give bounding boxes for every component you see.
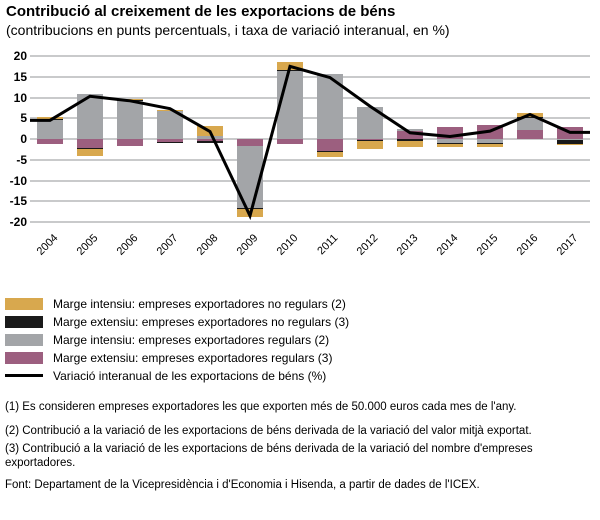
bar-segment: [197, 139, 223, 142]
y-axis-tick-label: 20: [13, 49, 27, 63]
bar-segment: [317, 139, 343, 152]
bar-segment: [37, 117, 63, 120]
total-variation-line: [30, 64, 590, 221]
bar-segment: [477, 143, 503, 145]
legend-label: Variació interanual de les exportacions …: [53, 368, 327, 383]
legend-item: Variació interanual de les exportacions …: [5, 367, 597, 384]
legend-swatch-gray: [5, 333, 43, 346]
gridline: [30, 117, 590, 120]
bar-segment: [517, 117, 543, 131]
y-axis-tick-label: -5: [16, 152, 27, 167]
gridline: [30, 55, 590, 57]
bar-segment: [517, 130, 543, 139]
gridline: [30, 179, 590, 182]
bar-segment: [397, 140, 423, 148]
bar-segment: [477, 139, 503, 144]
bar-segment: [557, 140, 583, 144]
bar-segment: [397, 131, 423, 139]
legend-swatch-purple: [5, 351, 43, 364]
gridline: [30, 138, 590, 140]
bar-segment: [397, 129, 423, 132]
bar-segment: [197, 135, 223, 139]
chart-footnotes: (1) Es consideren empreses exportadores …: [5, 400, 597, 492]
footnote-3: (3) Contribució a la variació de les exp…: [5, 443, 533, 469]
gridline: [30, 158, 590, 161]
bar-segment: [357, 139, 383, 141]
bar-segment: [477, 144, 503, 147]
legend-line-swatch: [5, 374, 43, 377]
bar-segment: [77, 148, 103, 149]
legend-item: Marge extensiu: empreses exportadores no…: [5, 313, 597, 330]
gridline: [30, 221, 590, 223]
bar-segment: [357, 140, 383, 142]
bar-segment: [117, 100, 143, 139]
legend-label: Marge extensiu: empreses exportadores re…: [53, 350, 333, 365]
chart-title: Contribució al creixement de les exporta…: [6, 3, 396, 20]
bar-segment: [437, 139, 463, 143]
chart-header: Contribució al creixement de les exporta…: [6, 2, 598, 39]
y-axis-tick-label: 0: [20, 132, 27, 146]
total-variation-polyline: [30, 64, 590, 221]
bar-segment: [557, 143, 583, 145]
bar-segment: [277, 139, 303, 144]
bar-segment: [317, 151, 343, 152]
legend-label: Marge extensiu: empreses exportadores no…: [53, 314, 350, 329]
gridline: [30, 96, 590, 99]
legend-swatch-yellow: [5, 297, 43, 310]
legend-item: Marge intensiu: empreses exportadores no…: [5, 295, 597, 312]
y-axis-tick-label: -20: [9, 215, 27, 229]
y-axis-tick-label: 15: [13, 69, 27, 84]
bar-segment: [397, 139, 423, 141]
bar-segment: [357, 141, 383, 149]
source-line: Font: Departament de la Vicepresidència …: [5, 479, 480, 491]
bar-segment: [77, 148, 103, 156]
bar-segment: [197, 141, 223, 143]
chart-legend: Marge intensiu: empreses exportadores no…: [5, 295, 597, 385]
legend-label: Marge intensiu: empreses exportadores re…: [53, 332, 330, 347]
footnote-2: (2) Contribució a la variació de les exp…: [5, 425, 532, 437]
bar-segment: [77, 139, 103, 149]
bar-segment: [317, 151, 343, 157]
legend-item: Marge intensiu: empreses exportadores re…: [5, 331, 597, 348]
y-axis-tick-label: -10: [9, 173, 27, 188]
bar-segment: [557, 139, 583, 141]
bar-segment: [37, 119, 63, 139]
bar-segment: [237, 139, 263, 147]
y-axis-tick-label: -15: [9, 194, 27, 209]
bar-segment: [437, 143, 463, 147]
legend-swatch-black: [5, 315, 43, 328]
bar-segment: [277, 70, 303, 139]
bar-segment: [37, 139, 63, 144]
y-axis-tick-label: 10: [13, 90, 27, 105]
y-axis-tick-label: 5: [20, 111, 27, 126]
footnote-1: (1) Es consideren empreses exportadores …: [5, 401, 517, 413]
chart-subtitle: (contribucions en punts percentuals, i t…: [6, 22, 450, 38]
legend-label: Marge intensiu: empreses exportadores no…: [53, 296, 346, 311]
legend-item: Marge extensiu: empreses exportadores re…: [5, 349, 597, 366]
gridline: [30, 200, 590, 203]
bar-segment: [117, 139, 143, 146]
bar-segment: [157, 139, 183, 143]
bar-segment: [437, 142, 463, 144]
gridline: [30, 75, 590, 78]
